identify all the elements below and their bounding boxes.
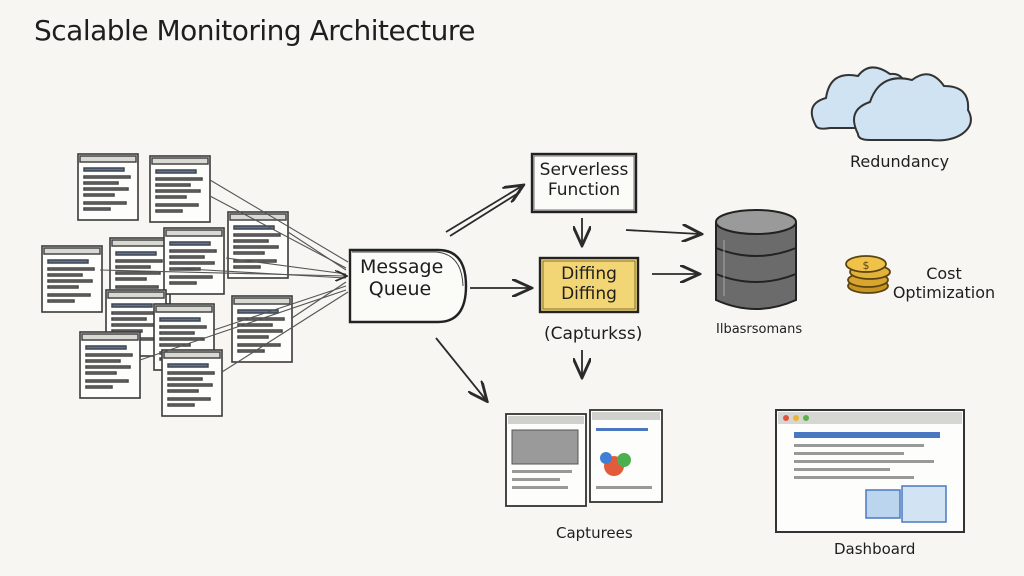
diffing-box xyxy=(538,256,640,314)
browser-window-icon xyxy=(161,349,223,417)
browser-window-icon xyxy=(41,245,103,313)
browser-window-icon xyxy=(79,331,141,399)
cloud-icon xyxy=(810,66,972,142)
database-icon xyxy=(715,209,797,310)
message-queue-label: Message Queue xyxy=(360,256,444,300)
page-title: Scalable Monitoring Architecture xyxy=(34,14,476,47)
message-queue-box xyxy=(348,248,468,324)
cost-optimization-label: Cost Optimization xyxy=(892,264,996,302)
browser-window-icon xyxy=(77,153,139,221)
browser-window-icon xyxy=(231,295,293,363)
serverless-function-label: Serverless Function xyxy=(539,160,629,200)
diffing-caption: (Capturkss) xyxy=(544,324,643,344)
captures-caption: Capturees xyxy=(556,524,633,542)
diffing-label: Diffing Diffing xyxy=(561,264,617,304)
coins-icon: $ xyxy=(845,255,891,294)
svg-text:$: $ xyxy=(863,259,870,272)
dashboard-caption: Dashboard xyxy=(834,540,916,558)
ingest-lines xyxy=(99,179,348,373)
browser-window-icon xyxy=(163,227,225,295)
monitored-pages-cluster xyxy=(41,153,293,417)
database-caption: Ilbasrsomans xyxy=(716,322,803,337)
browser-window-icon xyxy=(149,155,211,223)
redundancy-caption: Redundancy xyxy=(850,152,950,171)
serverless-function-box xyxy=(530,152,638,214)
dashboard-window xyxy=(775,409,965,533)
captures-windows xyxy=(505,409,663,507)
flow-arrows xyxy=(435,186,700,400)
